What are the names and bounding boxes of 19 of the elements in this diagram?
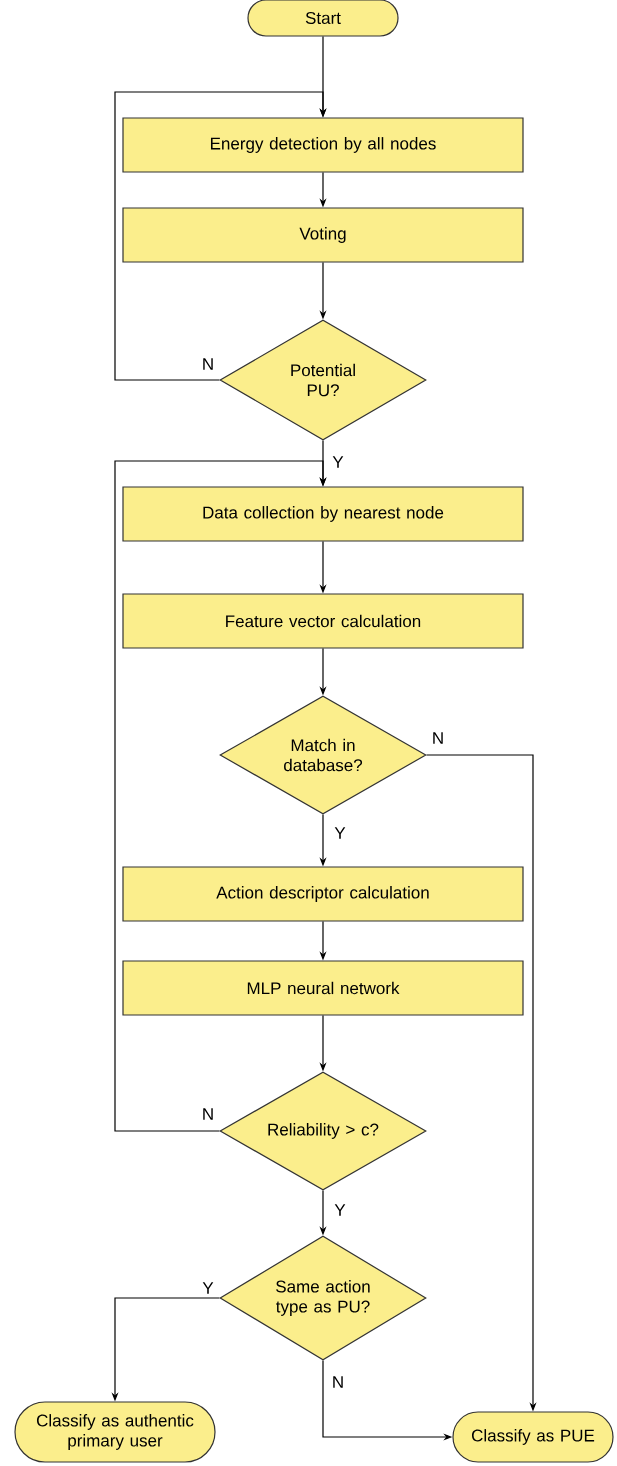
terminal-box: Classify as PUE xyxy=(452,1411,614,1463)
edge-label: Y xyxy=(333,826,347,840)
edge-label: N xyxy=(200,1107,216,1121)
process-box: Action descriptor calculation xyxy=(122,866,524,922)
terminal-box: Classify as authentic primary user xyxy=(14,1401,216,1463)
edge-label: Y xyxy=(331,455,345,469)
process-box: MLP neural network xyxy=(122,960,524,1016)
edge-label: Y xyxy=(201,1281,215,1295)
process-box: Feature vector calculation xyxy=(122,593,524,649)
process-box: Energy detection by all nodes xyxy=(122,117,524,173)
edge-label: Y xyxy=(333,1203,347,1217)
edge-label: N xyxy=(200,357,216,371)
edge-label: N xyxy=(430,731,446,745)
edge-label: N xyxy=(330,1375,346,1389)
terminal-box: Start xyxy=(247,0,399,37)
arrow xyxy=(114,460,327,1132)
process-box: Voting xyxy=(122,207,524,263)
process-box: Data collection by nearest node xyxy=(122,486,524,542)
arrow xyxy=(114,91,327,381)
